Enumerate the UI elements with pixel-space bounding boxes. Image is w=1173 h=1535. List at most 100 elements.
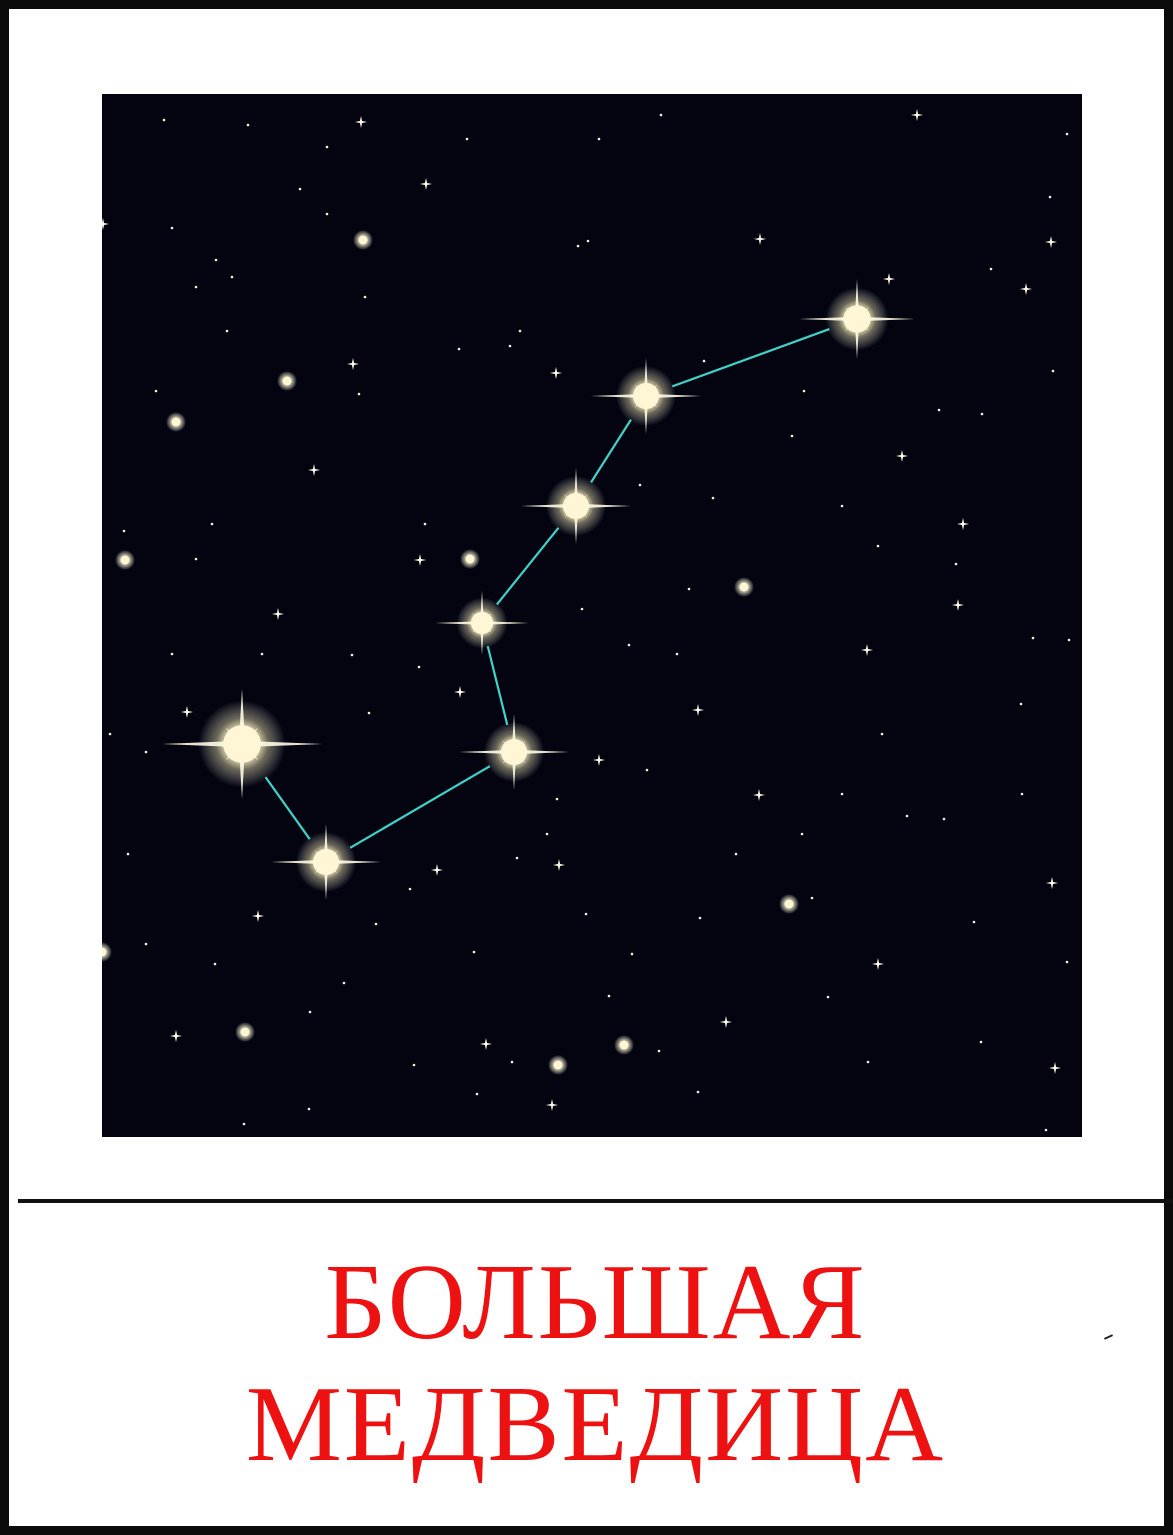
dot-star bbox=[1019, 702, 1023, 706]
dot-star bbox=[645, 768, 649, 772]
dot-star bbox=[555, 797, 559, 801]
sparkle-star bbox=[347, 358, 359, 370]
dot-star bbox=[657, 1049, 661, 1053]
dot-star bbox=[194, 285, 198, 289]
dot-star bbox=[937, 408, 941, 412]
dot-star bbox=[423, 522, 427, 526]
constellation-line bbox=[590, 419, 632, 483]
dot-star bbox=[607, 994, 611, 998]
caption-area: БОЛЬШАЯ МЕДВЕДИЦА bbox=[18, 1203, 1173, 1535]
sparkle-star bbox=[170, 1030, 182, 1042]
dot-star bbox=[576, 244, 580, 248]
glowing-star bbox=[277, 371, 297, 391]
dot-star bbox=[734, 852, 738, 856]
dot-star bbox=[367, 711, 371, 715]
caption-divider bbox=[18, 1199, 1173, 1203]
dot-star bbox=[515, 856, 519, 860]
dot-star bbox=[457, 347, 461, 351]
dot-star bbox=[880, 732, 884, 736]
dot-star bbox=[1067, 638, 1071, 642]
dot-star bbox=[475, 1092, 479, 1096]
sparkle-star bbox=[480, 1038, 492, 1050]
dot-star bbox=[702, 359, 706, 363]
dot-star bbox=[170, 226, 174, 230]
sparkle-star bbox=[753, 789, 765, 801]
dot-star bbox=[905, 814, 909, 818]
background-stars bbox=[102, 109, 1071, 1132]
dot-star bbox=[417, 665, 421, 669]
dot-star bbox=[1044, 1128, 1048, 1132]
sparkle-star bbox=[355, 116, 367, 128]
glowing-star bbox=[235, 1022, 255, 1042]
constellation-line bbox=[264, 776, 311, 840]
dot-star bbox=[810, 896, 814, 900]
night-sky-picture bbox=[102, 94, 1082, 1137]
sparkle-star bbox=[692, 704, 704, 716]
dot-star bbox=[242, 1122, 246, 1126]
dot-star bbox=[580, 607, 584, 611]
glowing-star bbox=[102, 942, 112, 962]
glowing-star bbox=[166, 412, 186, 432]
dot-star bbox=[412, 1063, 416, 1067]
dot-star bbox=[1051, 369, 1055, 373]
constellation-lines bbox=[264, 328, 830, 849]
dot-star bbox=[972, 920, 976, 924]
dot-star bbox=[1048, 195, 1052, 199]
dot-star bbox=[122, 529, 126, 533]
constellation-star bbox=[521, 468, 631, 544]
constellation-image bbox=[102, 109, 1071, 1132]
dot-star bbox=[597, 137, 601, 141]
sparkle-star bbox=[754, 233, 766, 245]
constellation-star bbox=[162, 688, 322, 800]
dot-star bbox=[144, 942, 148, 946]
dot-star bbox=[1031, 636, 1035, 640]
dot-star bbox=[260, 652, 264, 656]
dot-star bbox=[308, 1010, 312, 1014]
sparkle-star bbox=[102, 218, 109, 230]
sparkle-star bbox=[1049, 1062, 1061, 1074]
dot-star bbox=[687, 587, 691, 591]
dot-star bbox=[408, 887, 412, 891]
dot-star bbox=[627, 643, 631, 647]
dot-star bbox=[170, 652, 174, 656]
dot-star bbox=[1065, 960, 1069, 964]
dot-star bbox=[162, 118, 166, 122]
dot-star bbox=[840, 792, 844, 796]
constellation-star bbox=[435, 590, 529, 656]
dot-star bbox=[630, 952, 634, 956]
dot-star bbox=[802, 389, 806, 393]
dot-star bbox=[840, 504, 844, 508]
dot-star bbox=[675, 652, 679, 656]
dot-star bbox=[942, 817, 946, 821]
dot-star bbox=[246, 123, 250, 127]
sparkle-star bbox=[546, 1099, 558, 1111]
sparkle-star bbox=[1046, 877, 1058, 889]
constellation-line bbox=[496, 527, 560, 606]
glowing-star bbox=[779, 894, 799, 914]
sparkle-star bbox=[1020, 283, 1032, 295]
dot-star bbox=[472, 950, 476, 954]
sparkle-star bbox=[872, 958, 884, 970]
sparkle-star bbox=[414, 554, 426, 566]
dot-star bbox=[508, 344, 512, 348]
dot-star bbox=[518, 329, 522, 333]
dot-star bbox=[126, 852, 130, 856]
glowing-star bbox=[614, 1035, 634, 1055]
dot-star bbox=[154, 389, 158, 393]
dot-star bbox=[298, 187, 302, 191]
dot-star bbox=[325, 212, 329, 216]
caption-line-1: БОЛЬШАЯ bbox=[324, 1243, 867, 1362]
glowing-star bbox=[734, 577, 754, 597]
sparkle-star bbox=[861, 644, 873, 656]
dot-star bbox=[465, 137, 469, 141]
dot-star bbox=[510, 1060, 514, 1064]
sparkle-star bbox=[252, 910, 264, 922]
dot-star bbox=[659, 113, 663, 117]
sparkle-star bbox=[593, 754, 605, 766]
sparkle-star bbox=[1045, 236, 1057, 248]
dot-star bbox=[711, 496, 715, 500]
sparkle-star bbox=[896, 450, 908, 462]
dot-star bbox=[1065, 132, 1069, 136]
dot-star bbox=[696, 1090, 700, 1094]
